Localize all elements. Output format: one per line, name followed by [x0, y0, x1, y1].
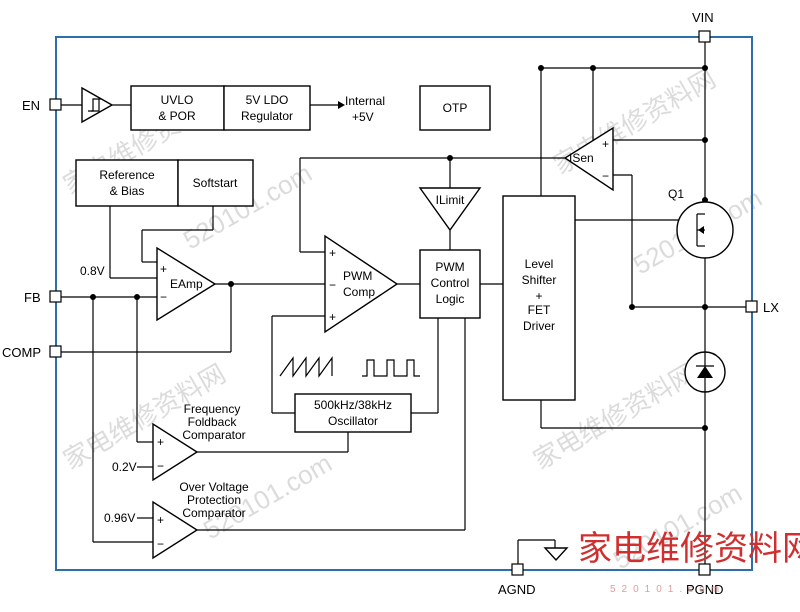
- svg-text:−: −: [157, 459, 164, 473]
- pin-label: EN: [22, 98, 40, 113]
- svg-text:Logic: Logic: [436, 292, 465, 306]
- svg-text:+: +: [602, 137, 609, 151]
- svg-text:+5V: +5V: [352, 110, 374, 124]
- frequency-foldback-comparator: + − Frequency Foldback Comparator 0.2V: [112, 402, 246, 482]
- softstart-block: Softstart: [177, 159, 254, 207]
- pwm-comparator: PWM Comp + − +: [324, 234, 399, 334]
- pin-comp[interactable]: COMP: [2, 345, 62, 360]
- svg-text:FET: FET: [528, 303, 551, 317]
- otp-block: OTP: [419, 85, 491, 131]
- watermark-red: 家电维修资料网 520101.com: [578, 529, 800, 595]
- freewheel-diode: [684, 351, 726, 393]
- internal-5v-label: Internal +5V: [338, 94, 385, 124]
- svg-text:Protection: Protection: [187, 493, 241, 507]
- pin-label: VIN: [692, 10, 714, 25]
- pin-pgnd[interactable]: PGND: [686, 563, 724, 597]
- svg-text:Comparator: Comparator: [182, 428, 245, 442]
- svg-text:PWM: PWM: [435, 260, 464, 274]
- svg-text:Over Voltage: Over Voltage: [179, 480, 249, 494]
- svg-text:+: +: [329, 246, 336, 260]
- svg-text:ILimit: ILimit: [436, 193, 465, 207]
- voltage-label: 0.8V: [80, 264, 105, 278]
- error-amplifier: EAmp + − 0.8V: [80, 246, 217, 322]
- svg-text:OTP: OTP: [443, 101, 468, 115]
- svg-text:Frequency: Frequency: [184, 402, 241, 416]
- pin-label: AGND: [498, 582, 536, 597]
- svg-text:500kHz/38kHz: 500kHz/38kHz: [314, 398, 392, 412]
- svg-text:−: −: [160, 290, 167, 304]
- svg-text:UVLO: UVLO: [161, 93, 194, 107]
- svg-text:Reference: Reference: [99, 168, 155, 182]
- svg-text:Foldback: Foldback: [188, 415, 238, 429]
- level-shifter-fet-driver-block: Level Shifter + FET Driver: [502, 195, 576, 401]
- svg-text:Level: Level: [525, 257, 554, 271]
- voltage-label: 0.96V: [104, 511, 135, 525]
- current-sense-amplifier: ISen + −: [563, 126, 614, 192]
- junction-dots: [90, 65, 708, 431]
- pin-label: PGND: [686, 582, 724, 597]
- svg-text:+: +: [160, 262, 167, 276]
- ground-symbol-icon: [543, 547, 569, 562]
- svg-text:Softstart: Softstart: [193, 176, 238, 190]
- overvoltage-comparator: + − Over Voltage Protection Comparator 0…: [104, 480, 249, 560]
- pin-agnd[interactable]: AGND: [498, 563, 536, 597]
- pin-label: COMP: [2, 345, 41, 360]
- square-waveform-icon: [362, 359, 420, 377]
- pin-en[interactable]: EN: [22, 98, 62, 113]
- watermark-text: 家电维修资料网: [578, 529, 800, 569]
- q1-label: Q1: [668, 187, 684, 201]
- current-limit-block: ILimit: [418, 187, 482, 232]
- q1-mosfet: Q1: [668, 187, 734, 259]
- svg-text:ISen: ISen: [569, 151, 594, 165]
- pwm-control-logic-block: PWM Control Logic: [419, 249, 481, 319]
- voltage-label: 0.2V: [112, 460, 137, 474]
- sawtooth-waveform-icon: [279, 356, 333, 378]
- reference-bias-block: Reference & Bias: [75, 159, 179, 207]
- pin-fb[interactable]: FB: [24, 290, 62, 305]
- svg-text:+: +: [329, 310, 336, 324]
- svg-text:Comparator: Comparator: [182, 506, 245, 520]
- ldo-regulator-block: 5V LDO Regulator: [223, 85, 311, 131]
- svg-text:+: +: [157, 513, 164, 527]
- svg-text:Oscillator: Oscillator: [328, 414, 378, 428]
- pin-vin[interactable]: VIN: [692, 10, 714, 43]
- svg-text:Control: Control: [431, 276, 470, 290]
- svg-text:& POR: & POR: [158, 109, 196, 123]
- svg-text:Comp: Comp: [343, 285, 375, 299]
- svg-text:−: −: [329, 278, 336, 292]
- svg-text:+: +: [157, 435, 164, 449]
- svg-text:5V LDO: 5V LDO: [246, 93, 289, 107]
- svg-text:Internal: Internal: [345, 94, 385, 108]
- svg-text:+: +: [535, 289, 542, 303]
- pin-label: LX: [763, 300, 779, 315]
- svg-text:−: −: [602, 169, 609, 183]
- pin-lx[interactable]: LX: [745, 300, 779, 315]
- svg-text:Shifter: Shifter: [522, 273, 557, 287]
- svg-text:Driver: Driver: [523, 319, 555, 333]
- uvlo-por-block: UVLO & POR: [130, 85, 225, 131]
- en-schmitt-buffer: [81, 86, 114, 124]
- svg-text:& Bias: & Bias: [110, 184, 145, 198]
- svg-text:PWM: PWM: [343, 269, 372, 283]
- watermark-url: 520101.com: [610, 584, 725, 595]
- svg-text:Regulator: Regulator: [241, 109, 293, 123]
- oscillator-block: 500kHz/38kHz Oscillator: [294, 393, 412, 433]
- svg-text:−: −: [157, 537, 164, 551]
- svg-text:EAmp: EAmp: [170, 277, 203, 291]
- pin-label: FB: [24, 290, 41, 305]
